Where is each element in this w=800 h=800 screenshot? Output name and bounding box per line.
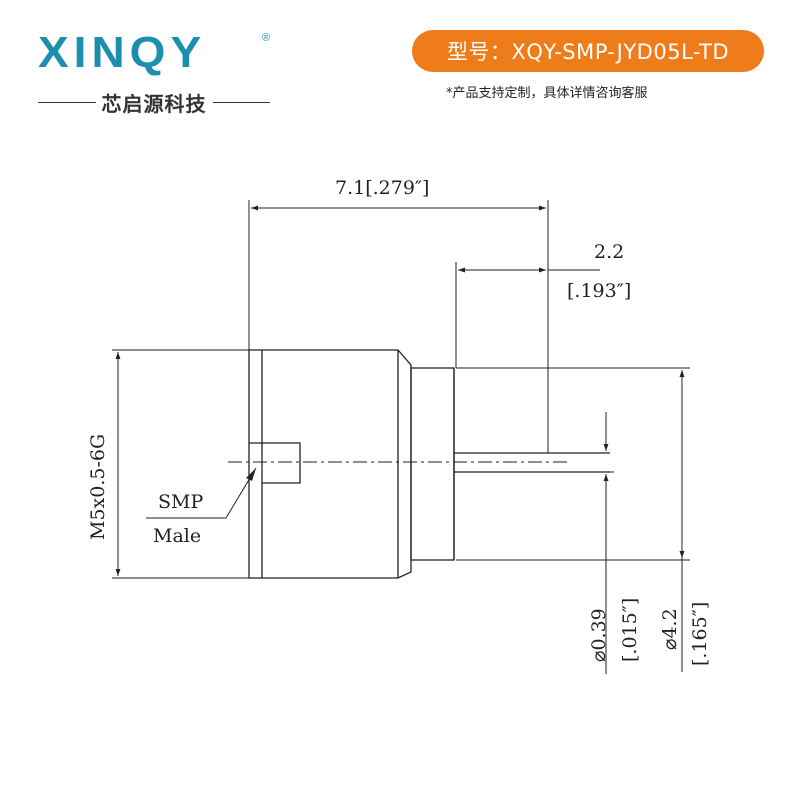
divider-right bbox=[212, 101, 270, 104]
callout-leader bbox=[146, 467, 257, 519]
flange bbox=[410, 367, 455, 561]
company-name-row: 芯启源科技 bbox=[38, 88, 270, 117]
model-badge: 型号：XQY-SMP-JYD05L-TD bbox=[412, 30, 764, 72]
callout-smp: SMP bbox=[158, 491, 203, 513]
dim-overall-text: 7.1[.279″] bbox=[335, 177, 429, 199]
divider-left bbox=[38, 101, 96, 104]
callout-male: Male bbox=[153, 525, 201, 547]
body-outline bbox=[248, 349, 412, 579]
company-name: 芯启源科技 bbox=[101, 92, 207, 116]
dim-pin-length-mm: 2.2 bbox=[594, 241, 624, 263]
registered-mark: ® bbox=[262, 32, 271, 44]
dim-pin-dia-mm: ⌀0.39 bbox=[588, 608, 610, 662]
dim-pin-length-in: [.193″] bbox=[567, 280, 631, 302]
smp-slot bbox=[249, 442, 301, 484]
brand-logo: XINQY bbox=[38, 27, 207, 77]
model-label: 型号：XQY-SMP-JYD05L-TD bbox=[446, 40, 730, 64]
dim-flange-dia-in: [.165″] bbox=[689, 602, 711, 666]
callout-arrowhead bbox=[246, 468, 256, 481]
dim-flange-dia-mm: ⌀4.2 bbox=[659, 608, 681, 650]
dim-pin-dia-in: [.015″] bbox=[619, 598, 641, 662]
dim-thread-text: M5x0.5-6G bbox=[87, 434, 109, 540]
custom-note: *产品支持定制，具体详情咨询客服 bbox=[446, 86, 648, 101]
brand-block: XINQY ® 芯启源科技 bbox=[38, 26, 278, 116]
